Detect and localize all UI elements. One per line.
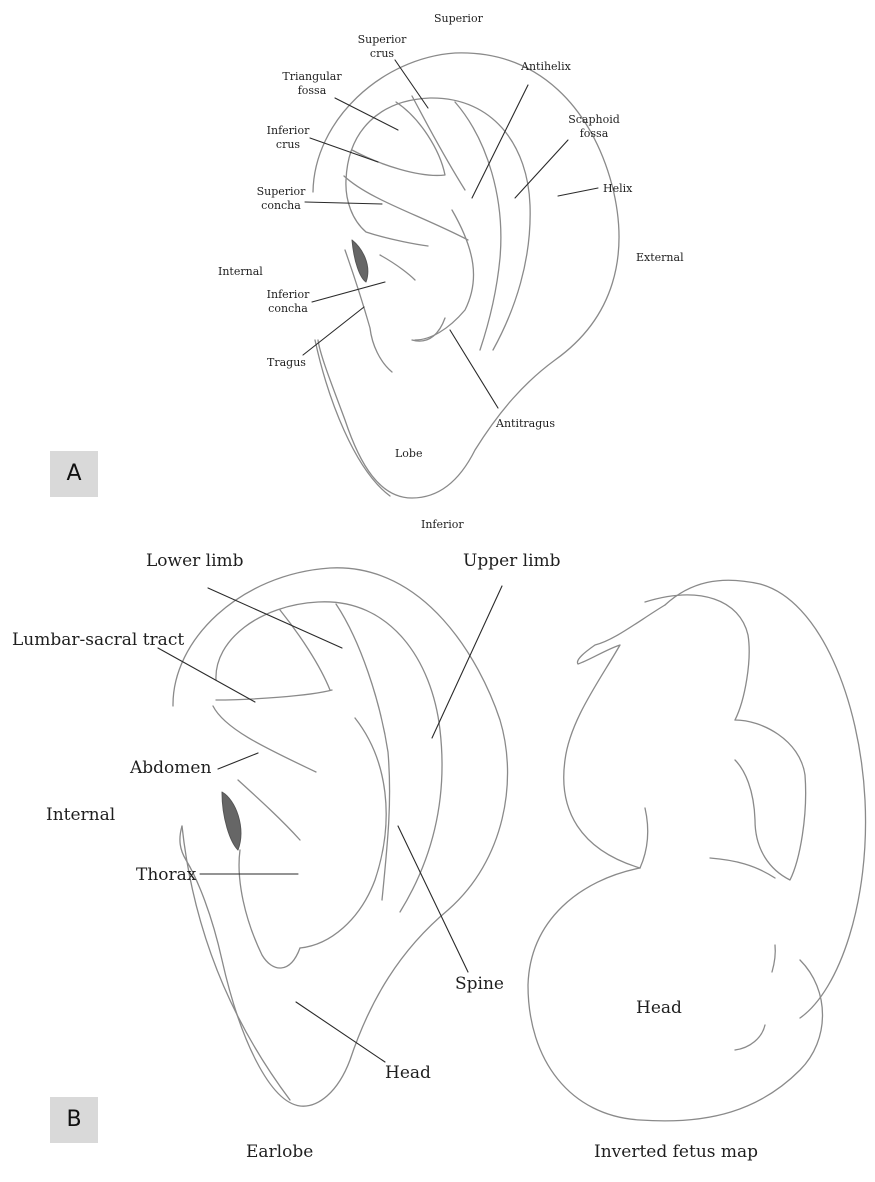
label-fetus-head: Head bbox=[636, 998, 682, 1018]
leader-upper-limb bbox=[432, 586, 502, 738]
label-head: Head bbox=[385, 1063, 431, 1083]
label-lobe: Lobe bbox=[395, 447, 422, 461]
fetus-head-outline bbox=[528, 868, 823, 1121]
label-helix: Helix bbox=[603, 182, 632, 196]
label-antihelix: Antihelix bbox=[521, 60, 571, 74]
leader-head bbox=[296, 1002, 385, 1062]
fetus-eye-mark bbox=[772, 945, 775, 972]
concha-rim bbox=[346, 180, 428, 246]
label-inferior-concha: Inferior concha bbox=[262, 288, 314, 316]
label-tragus: Tragus bbox=[267, 356, 306, 370]
helix-outline bbox=[173, 568, 508, 1106]
label-inferior: Inferior bbox=[421, 518, 464, 532]
caption-inverted-fetus-map: Inverted fetus map bbox=[594, 1142, 758, 1162]
label-internal-a: Internal bbox=[218, 265, 263, 279]
label-superior-crus: Superior crus bbox=[356, 33, 408, 61]
leader-lower-limb bbox=[208, 588, 342, 648]
ear-canal bbox=[222, 792, 241, 850]
tragus-outline bbox=[239, 850, 300, 968]
label-abdomen: Abdomen bbox=[130, 758, 211, 778]
panel-b-tag: B bbox=[50, 1097, 98, 1143]
fetus-back-outline bbox=[665, 580, 866, 1018]
label-inferior-crus: Inferior crus bbox=[262, 124, 314, 152]
leader-abdomen bbox=[218, 753, 258, 769]
triangular-fossa-lower bbox=[216, 690, 332, 700]
antihelix-inner-curve bbox=[216, 602, 442, 912]
label-lumbar-sacral-tract: Lumbar-sacral tract bbox=[12, 630, 184, 650]
label-antitragus: Antitragus bbox=[496, 417, 555, 431]
triangular-fossa-lower bbox=[352, 102, 445, 175]
scaphoid-line bbox=[280, 610, 330, 690]
leader-antitragus bbox=[450, 330, 498, 408]
leader-scaphoid-fossa bbox=[515, 140, 568, 198]
tragus-outline bbox=[345, 250, 392, 372]
fetus-leg-upper bbox=[645, 595, 749, 720]
leader-inferior-crus bbox=[310, 138, 378, 162]
concha-inner bbox=[380, 255, 415, 280]
concha-inner bbox=[238, 780, 300, 840]
lobe-curve bbox=[182, 826, 290, 1100]
leader-helix bbox=[558, 188, 598, 196]
leader-inferior-concha bbox=[312, 282, 385, 302]
fetus-ear-mark bbox=[735, 1025, 765, 1050]
label-superior-concha: Superior concha bbox=[255, 185, 307, 213]
leader-lumbar-sacral bbox=[158, 648, 255, 702]
label-superior: Superior bbox=[434, 12, 483, 26]
fetus-arm-loop bbox=[564, 605, 665, 868]
label-thorax: Thorax bbox=[136, 865, 196, 885]
label-scaphoid-fossa: Scaphoid fossa bbox=[564, 113, 624, 141]
leader-superior-concha bbox=[305, 202, 382, 204]
inferior-crus bbox=[344, 176, 468, 240]
fetus-chin bbox=[710, 858, 775, 878]
antitragus-curve bbox=[300, 718, 386, 948]
label-spine: Spine bbox=[455, 974, 504, 994]
inferior-crus bbox=[213, 706, 316, 772]
label-external: External bbox=[636, 251, 684, 265]
lobe-curve bbox=[315, 340, 390, 496]
label-triangular-fossa: Triangular fossa bbox=[282, 70, 342, 98]
fetus-neck bbox=[640, 808, 648, 868]
leader-superior-crus bbox=[395, 60, 428, 108]
caption-earlobe: Earlobe bbox=[246, 1142, 313, 1162]
label-lower-limb: Lower limb bbox=[146, 551, 244, 571]
panel-a-tag: A bbox=[50, 451, 98, 497]
fetus-leg-lower bbox=[735, 720, 806, 880]
label-upper-limb: Upper limb bbox=[463, 551, 561, 571]
inverted-fetus-drawing bbox=[528, 580, 866, 1121]
panel-b-ear-drawing bbox=[158, 568, 508, 1106]
label-internal-b: Internal bbox=[46, 805, 115, 825]
